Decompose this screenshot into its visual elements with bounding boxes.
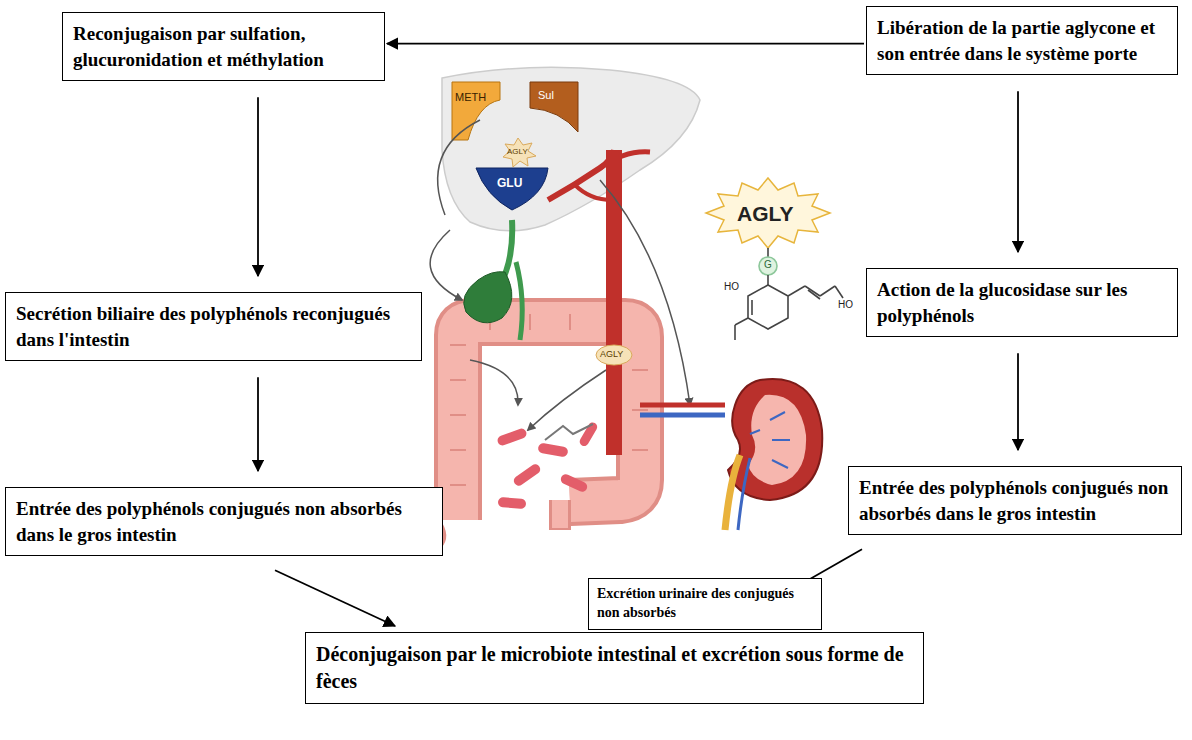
molecule [735,248,843,340]
process-box: Libération de la partie aglycone et son … [866,6,1178,75]
process-box: Reconjugaison par sulfation, glucuronida… [62,12,385,81]
note-box: Excrétion urinaire des conjugués non abs… [588,578,822,630]
result-box: Déconjugaison par le microbiote intestin… [305,632,924,704]
figure-label: Sul [538,90,554,101]
portal-vein [548,150,650,455]
box-text: Libération de la partie aglycone et son … [877,15,1167,66]
box-text: Entrée des polyphénols conjugués non abs… [859,475,1171,526]
figure-label: METH [455,92,486,103]
figure-label: GLU [497,177,522,189]
figure-label: AGLY [507,148,528,156]
gallbladder [464,220,523,340]
box-text: Reconjugaison par sulfation, glucuronida… [73,21,374,72]
box-text: Excrétion urinaire des conjugués non abs… [597,585,813,623]
flow-arrows [430,120,690,430]
process-box: Entrée des polyphénols conjugués non abs… [848,466,1182,535]
box-text: Secrétion biliaire des polyphénols recon… [16,301,411,352]
bacteria [496,421,599,509]
figure-label: AGLY [600,350,623,359]
liver [442,67,700,230]
flow-arrow [257,377,259,471]
flow-arrow [387,43,864,45]
flow-arrow [257,97,259,276]
aglycone-label: AGLY [737,203,793,224]
process-box: Secrétion biliaire des polyphénols recon… [5,292,422,361]
process-box: Action de la glucosidase sur les polyphé… [866,268,1178,337]
figure-label: HO [838,300,853,310]
box-text: Déconjugaison par le microbiote intestin… [316,641,913,695]
kidney [640,379,822,530]
flow-arrow [275,570,395,626]
flow-arrow [1017,353,1019,450]
aglycone-star [706,178,830,248]
process-box: Entrée des polyphénols conjugués non abs… [5,487,443,556]
molecule-sketch [545,424,593,440]
figure-label: HO [724,282,739,292]
box-text: Entrée des polyphénols conjugués non abs… [16,496,432,547]
box-text: Action de la glucosidase sur les polyphé… [877,277,1167,328]
flow-arrow [1017,91,1019,252]
figure-label: G [764,260,772,270]
